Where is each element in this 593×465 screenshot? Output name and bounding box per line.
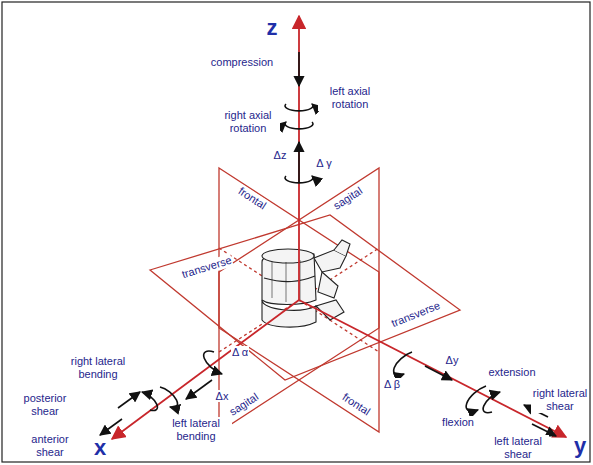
left-shear-arrow	[532, 424, 556, 436]
plane-label: frontal	[339, 390, 373, 418]
translation-z-arrow	[298, 142, 300, 182]
motion-label: right lateral bending	[62, 355, 134, 380]
flexion-arrow	[483, 392, 500, 413]
motion-label: left lateral shear	[487, 435, 549, 460]
y-axis	[299, 300, 566, 437]
plane-label: frontal	[235, 184, 269, 212]
left-rotation-arrow	[285, 104, 313, 111]
motion-label: anterior shear	[24, 433, 76, 458]
delta-label: Δx	[215, 390, 230, 403]
delta-label: Δ γ	[315, 157, 332, 170]
z-axis-motions	[285, 52, 313, 183]
translation-x-arrow	[186, 380, 212, 399]
axis-letter: z	[266, 15, 279, 40]
rotation-alpha-arrow	[204, 351, 222, 374]
translation-y-arrow	[425, 366, 452, 380]
left-bending-arrow	[142, 392, 157, 411]
z-axis	[298, 16, 300, 300]
posterior-shear-arrow	[118, 392, 140, 408]
plane-label: transverse	[389, 298, 443, 330]
axis-letter: y	[573, 433, 587, 458]
plane-label: sagital	[226, 389, 261, 418]
delta-label: Δ α	[231, 346, 249, 359]
delta-label: Δy	[445, 354, 460, 367]
right-rotation-arrow	[285, 122, 313, 129]
anatomical-planes	[150, 168, 460, 432]
motion-label: posterior shear	[17, 392, 74, 417]
motion-label: left axial rotation	[318, 85, 382, 110]
compression-arrow	[298, 52, 300, 86]
delta-label: Δ β	[383, 378, 401, 391]
rotation-beta-arrow	[394, 352, 412, 375]
motion-label: compression	[210, 56, 274, 69]
motion-label: flexion	[441, 416, 475, 429]
motion-label: right lateral shear	[531, 387, 589, 412]
right-bending-arrow	[160, 387, 177, 407]
anterior-shear-arrow	[100, 419, 122, 435]
motion-label: right axial rotation	[216, 109, 280, 134]
motion-label: left lateral bending	[160, 417, 232, 442]
motion-label: extension	[487, 366, 536, 379]
vertebra-illustration	[262, 240, 350, 327]
delta-label: Δz	[273, 149, 288, 162]
plane-label: transverse	[180, 253, 235, 281]
rotation-gamma-arrow	[285, 176, 313, 183]
axis-letter: x	[93, 435, 107, 460]
coordinate-axes	[112, 16, 566, 439]
transverse-plane	[150, 215, 460, 380]
